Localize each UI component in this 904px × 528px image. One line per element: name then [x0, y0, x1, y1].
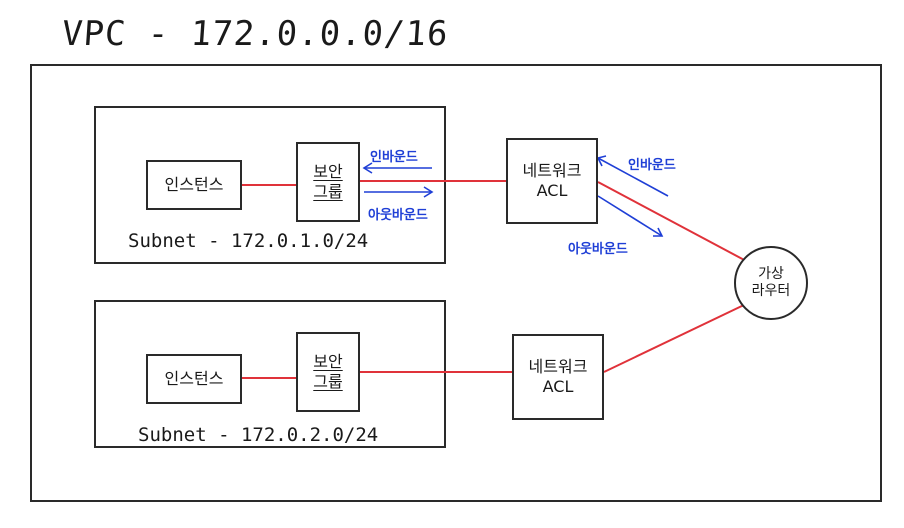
- security-group-1-label-line1: 보안: [313, 162, 343, 181]
- subnet-2-boundary: [94, 300, 446, 448]
- link-acl1-router: [597, 181, 749, 263]
- acl-outbound-arrow: [597, 195, 664, 237]
- vpc-boundary: [30, 64, 882, 502]
- virtual-router-label-line1: 가상: [758, 266, 784, 283]
- sg-inbound-arrow: [362, 162, 432, 174]
- instance-1-label: 인스턴스: [164, 175, 224, 194]
- network-acl-2: 네트워크 ACL: [512, 334, 604, 420]
- instance-2: 인스턴스: [146, 354, 242, 404]
- subnet-1-boundary: [94, 106, 446, 264]
- subnet-2-label: Subnet - 172.0.2.0/24: [138, 424, 379, 446]
- security-group-2: 보안 그룹: [296, 332, 360, 412]
- virtual-router-label-line2: 라우터: [751, 283, 791, 299]
- security-group-1: 보안 그룹: [296, 142, 360, 222]
- security-group-2-label-line1: 보안: [313, 352, 343, 371]
- sg-inbound-label: 인바운드: [370, 150, 418, 165]
- security-group-2-label-line2: 그룹: [313, 372, 343, 391]
- security-group-1-label-line2: 그룹: [313, 182, 343, 201]
- subnet-1-label: Subnet - 172.0.1.0/24: [128, 230, 369, 252]
- link-acl2-router: [603, 303, 747, 373]
- acl-inbound-arrow: [596, 155, 669, 197]
- virtual-router: 가상 라우터: [734, 246, 808, 320]
- network-acl-2-label-line1: 네트워크: [528, 357, 588, 376]
- network-acl-1-label-line2: ACL: [536, 181, 568, 200]
- network-acl-1-label-line1: 네트워크: [522, 161, 582, 180]
- instance-2-label: 인스턴스: [164, 369, 224, 388]
- acl-outbound-label: 아웃바운드: [568, 242, 628, 257]
- sg-outbound-arrow: [364, 186, 434, 198]
- instance-1: 인스턴스: [146, 160, 242, 210]
- network-acl-1: 네트워크 ACL: [506, 138, 598, 224]
- network-acl-2-label-line2: ACL: [542, 377, 574, 396]
- acl-inbound-label: 인바운드: [628, 158, 676, 173]
- sg-outbound-label: 아웃바운드: [368, 208, 428, 223]
